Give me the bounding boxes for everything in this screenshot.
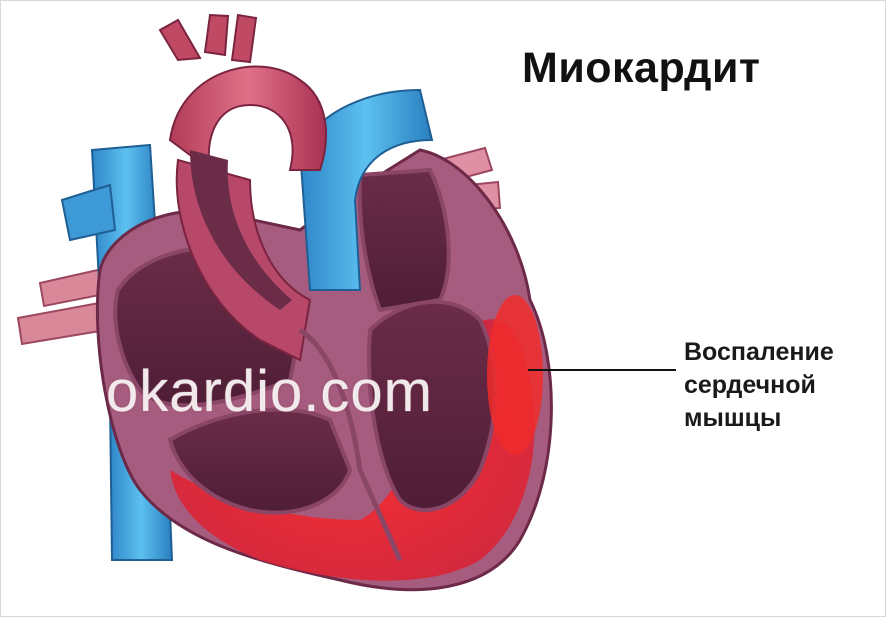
callout-line-2: сердечной bbox=[684, 369, 884, 402]
callout-label: Воспаление сердечной мышцы bbox=[684, 336, 884, 435]
callout-line-1: Воспаление bbox=[684, 336, 884, 369]
callout-line-3: мышцы bbox=[684, 402, 884, 435]
inflammation-spot bbox=[487, 295, 543, 455]
diagram-title: Миокардит bbox=[522, 44, 760, 93]
watermark: okardio.com bbox=[106, 358, 433, 425]
right-atrium-chamber bbox=[360, 170, 449, 310]
